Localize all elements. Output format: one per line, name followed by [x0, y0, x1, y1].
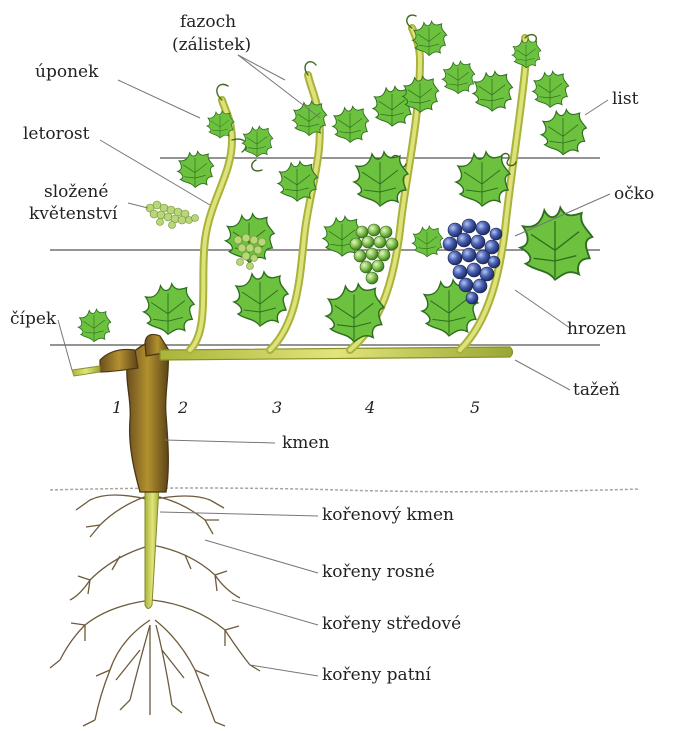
label-uponek: úponek	[35, 63, 98, 82]
label-kvetenstvi: květenství	[29, 205, 117, 224]
label-fazoch: fazoch	[180, 13, 236, 32]
label-ocko: očko	[614, 185, 654, 204]
label-zalistek: (zálistek)	[172, 36, 251, 55]
shoot-number-2: 2	[178, 398, 188, 417]
shoot-number-3: 3	[272, 398, 282, 417]
label-korenovy-kmen: kořenový kmen	[322, 506, 454, 525]
label-koreny-patni: kořeny patní	[322, 666, 431, 685]
label-list: list	[612, 90, 638, 109]
label-slozene: složené	[44, 183, 108, 202]
label-letorost: letorost	[23, 125, 89, 144]
shoot-number-4: 4	[365, 398, 375, 417]
label-kmen: kmen	[282, 434, 329, 453]
shoot-number-1: 1	[112, 398, 122, 417]
label-cipek: čípek	[10, 310, 56, 329]
label-tazen: tažeň	[573, 381, 620, 400]
spur	[72, 366, 100, 376]
label-koreny-rosne: kořeny rosné	[322, 563, 435, 582]
label-koreny-stredove: kořeny středové	[322, 615, 461, 634]
shoot-number-5: 5	[470, 398, 480, 417]
label-hrozen: hrozen	[567, 320, 626, 339]
